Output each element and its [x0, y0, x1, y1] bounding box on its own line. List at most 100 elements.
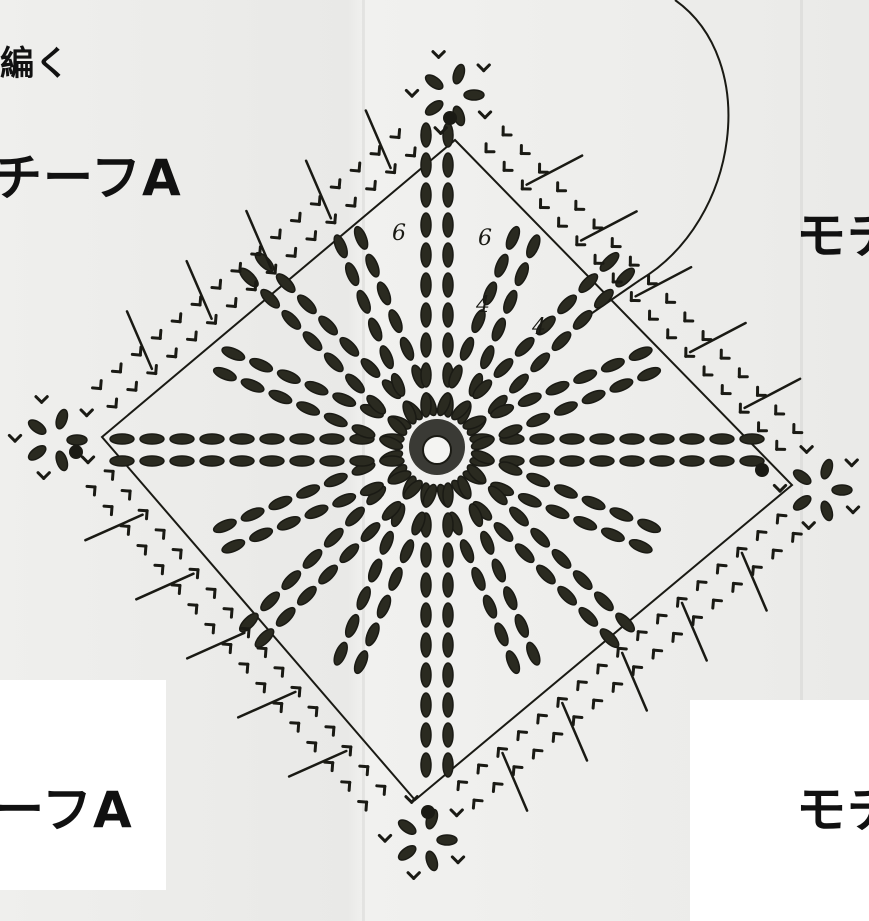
stitch-stroke [414, 148, 415, 156]
stitch-stroke [121, 526, 129, 527]
single-crochet-mark [739, 369, 747, 377]
stitch-stroke [677, 598, 678, 606]
stitch-stroke [733, 583, 734, 591]
stitch-stroke [359, 163, 360, 171]
chain-stitch [258, 287, 282, 311]
chain-stitch [377, 344, 395, 370]
single-crochet-mark [108, 398, 117, 407]
stitch-stroke [717, 565, 718, 573]
single-crochet-mark [272, 229, 281, 238]
stitch-stroke [343, 746, 351, 747]
stitch-stroke [190, 569, 198, 570]
stitch-stroke [85, 515, 142, 541]
single-crochet-mark [673, 633, 682, 642]
single-crochet-mark [171, 585, 180, 594]
chain-stitch [710, 434, 734, 444]
single-crochet-mark [559, 218, 567, 226]
chain-stitch [608, 505, 634, 523]
chain-stitch [421, 753, 431, 777]
chain-stitch [592, 589, 616, 613]
chain-stitch [545, 379, 571, 397]
chain-stitch [230, 456, 254, 466]
single-crochet-mark [406, 147, 415, 156]
single-crochet-mark [717, 565, 726, 574]
chain-stitch [343, 371, 367, 395]
stitch-stroke [42, 397, 48, 403]
chain-stitch [352, 225, 370, 251]
single-crochet-mark [733, 583, 742, 592]
single-crochet-mark [347, 197, 356, 206]
chain-stitch [421, 693, 431, 717]
chain-stitch [507, 504, 531, 528]
stitch-stroke [742, 553, 767, 611]
chain-stitch [504, 225, 522, 251]
stitch-stroke [473, 800, 474, 808]
single-crochet-mark [93, 380, 102, 389]
stitch-stroke [319, 197, 320, 205]
stitch-stroke [757, 532, 758, 540]
single-crochet-mark [188, 605, 197, 614]
single-crochet-mark [391, 129, 400, 138]
single-crochet-mark [451, 804, 462, 815]
chain-stitch [507, 371, 531, 395]
stitch-stroke [339, 180, 340, 188]
single-crochet-mark [722, 385, 730, 393]
stitch-stroke [220, 280, 221, 288]
chain-stitch [366, 558, 384, 584]
chain-stitch [252, 626, 276, 650]
stitch-stroke [105, 471, 113, 472]
single-crochet-mark [38, 467, 49, 478]
chain-stitch [443, 303, 453, 327]
chain-stitch [212, 517, 238, 535]
chain-stitch [636, 365, 662, 383]
single-crochet-mark [594, 220, 602, 228]
chain-stitch [740, 434, 764, 444]
chain-stitch [421, 393, 431, 417]
chain-stitch [26, 443, 48, 463]
stitch-stroke [156, 530, 164, 531]
chain-stitch [650, 456, 674, 466]
stitch-stroke [673, 633, 674, 641]
single-crochet-mark [232, 263, 241, 272]
stitch-stroke [439, 52, 445, 58]
chain-stitch [524, 641, 542, 667]
chain-stitch [320, 434, 344, 444]
chain-stitch [331, 390, 357, 408]
chain-stitch [421, 333, 431, 357]
chain-stitch [549, 329, 573, 353]
chain-stitch [421, 273, 431, 297]
single-crochet-mark [513, 767, 522, 776]
stitch-stroke [187, 633, 244, 659]
chain-stitch [600, 356, 626, 374]
single-crochet-mark [273, 703, 282, 712]
chain-stitch [600, 526, 626, 544]
single-crochet-mark [478, 765, 487, 774]
chain-stitch [350, 456, 374, 466]
stitch-stroke [809, 523, 815, 529]
stitch-stroke [807, 447, 813, 453]
chain-stitch [220, 537, 246, 555]
chain-stitch [443, 213, 453, 237]
chain-stitch [451, 63, 467, 85]
single-crochet-mark [773, 550, 782, 559]
stitch-stroke [366, 111, 391, 169]
chain-stitch [513, 613, 531, 639]
stitch-stroke [335, 215, 336, 223]
chain-stitch [337, 335, 361, 359]
stitch-stroke [326, 727, 334, 728]
chain-stitch [513, 261, 531, 287]
chain-stitch [524, 233, 542, 259]
chain-stitch [343, 613, 361, 639]
chain-stitch [316, 313, 340, 337]
stitch-stroke [215, 315, 216, 323]
single-crochet-mark [612, 238, 620, 246]
stitch-stroke [527, 156, 583, 185]
single-crochet-mark [105, 471, 114, 480]
stitch-stroke [745, 379, 801, 408]
chain-stitch [170, 434, 194, 444]
single-crochet-mark [539, 164, 547, 172]
chain-stitch [443, 243, 453, 267]
single-crochet-mark [633, 667, 642, 676]
single-crochet-mark [486, 144, 494, 152]
stitch-stroke [518, 732, 519, 740]
